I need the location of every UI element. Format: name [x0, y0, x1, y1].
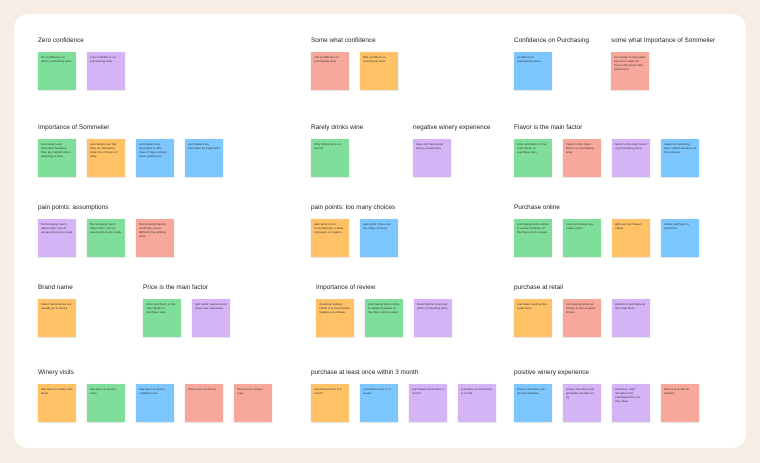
sticky-note[interactable]: purchased once in 2 month — [311, 384, 349, 422]
sticky-note[interactable]: has been to winery multiple times — [136, 384, 174, 422]
cluster-title[interactable]: pain points: too many choices — [311, 204, 396, 211]
sticky-note[interactable]: think it is similar to brewery — [661, 384, 699, 422]
cluster-title[interactable]: positive winery experience — [514, 369, 589, 376]
sticky-note[interactable]: pain point: same brand wines are expensi… — [192, 299, 230, 337]
sticky-note[interactable]: Flavor is the main factor on purchasing … — [563, 139, 601, 177]
cluster-title[interactable]: some what Importance of Sommelier — [611, 37, 716, 44]
cluster-title[interactable]: Purchase online — [514, 204, 560, 211]
sticky-note[interactable]: winery has their own special samples — [514, 384, 552, 422]
sticky-note[interactable]: purchasing wine online is easier because… — [365, 299, 403, 337]
sticky-note[interactable]: checking reviews online is a must before… — [316, 299, 354, 337]
sticky-note[interactable]: Only drinks wine on events — [311, 139, 349, 177]
whiteboard-canvas[interactable]: Zero confidence No confidence on when pur… — [14, 14, 746, 448]
sticky-note[interactable]: Not knowing flavors could give some diff… — [136, 219, 174, 257]
sticky-note[interactable]: purchase made at the retail store — [514, 299, 552, 337]
sticky-note[interactable]: pain point is not remembering or taste o… — [311, 219, 349, 257]
cluster-title[interactable]: Winery visits — [38, 369, 74, 376]
sticky-note[interactable]: Low confidence on purchasing wine — [87, 52, 125, 90]
sticky-note[interactable]: prefers to purchase at the retail store — [612, 299, 650, 337]
sticky-note[interactable]: No confidence on when purchasing wine — [38, 52, 76, 90]
cluster-title[interactable]: negative winery experience — [413, 124, 491, 131]
cluster-title[interactable]: Price is the main factor — [143, 284, 208, 291]
sticky-note[interactable]: Not knowing much about wine, lots of ass… — [38, 219, 76, 257]
cluster-title[interactable]: Some what confidence — [311, 37, 376, 44]
sticky-note[interactable]: sommeliers are important because they ar… — [38, 139, 76, 177]
cluster-title[interactable]: Zero confidence — [38, 37, 84, 44]
sticky-note[interactable]: purchases once in 2 weeks — [360, 384, 398, 422]
cluster-title[interactable]: Rarely drinks wine — [311, 124, 364, 131]
sticky-note[interactable]: sommeliers are big help on narrowing dow… — [87, 139, 125, 177]
sticky-note[interactable]: does not have good winery experience — [413, 139, 451, 177]
sticky-note[interactable]: purchases wine twice a month — [409, 384, 447, 422]
sticky-note[interactable]: winery has their own specialty samples t… — [563, 384, 601, 422]
sticky-note[interactable]: Not knowing much about wine, lots of ass… — [87, 219, 125, 257]
sticky-note[interactable]: Have been to winery — [185, 384, 223, 422]
sticky-note[interactable]: at winery, tried samples and purchased t… — [612, 384, 650, 422]
sticky-note[interactable]: purchasing wine online is easier because… — [514, 219, 552, 257]
sticky-note[interactable]: Descriptions is a must when purchasing w… — [414, 299, 452, 337]
sticky-note[interactable]: reason of selecting wine visited because… — [661, 139, 699, 177]
sticky-note[interactable]: gifts are purchased online — [612, 219, 650, 257]
cluster-title[interactable]: purchase at retail — [514, 284, 564, 291]
sticky-note[interactable]: has been to winery few times — [38, 384, 76, 422]
cluster-title[interactable]: Importance of Sommelier — [38, 124, 110, 131]
sticky-note[interactable]: price and flavor is the main factor to p… — [143, 299, 181, 337]
sticky-note[interactable]: purchase of food once a month — [458, 384, 496, 422]
cluster-title[interactable]: Brand name — [38, 284, 73, 291]
sticky-note[interactable]: most purchases are made online — [563, 219, 601, 257]
sticky-note[interactable]: has been to winery once — [87, 384, 125, 422]
sticky-note[interactable]: mid confidence on purchasing wine — [311, 52, 349, 90]
sticky-note[interactable]: sommelier is important but not a major f… — [611, 52, 649, 90]
sticky-note[interactable]: confident on purchasing wines — [514, 52, 552, 90]
sticky-note[interactable]: brand name wines are usually go to wines — [38, 299, 76, 337]
sticky-note[interactable]: online purchase is preferred — [661, 219, 699, 257]
sticky-note[interactable]: sommeliers are important to who doesn't … — [136, 139, 174, 177]
sticky-note[interactable]: Not been to winery once — [234, 384, 272, 422]
cluster-title[interactable]: purchase at least once within 3 month — [311, 369, 419, 376]
cluster-title[interactable]: Flavor is the main factor — [514, 124, 583, 131]
sticky-note[interactable]: pain point: there are too many choices — [360, 219, 398, 257]
sticky-note[interactable]: Mid confident on purchasing wine — [360, 52, 398, 90]
sticky-note[interactable]: price and flavor is the main factor to p… — [514, 139, 552, 177]
sticky-note[interactable]: purchasing wines at winery is also a goo… — [563, 299, 601, 337]
sticky-note[interactable]: flavor is the main factor on purchasing … — [612, 139, 650, 177]
sticky-note[interactable]: sommeliers are important for beginners — [185, 139, 223, 177]
cluster-title[interactable]: Importance of review — [316, 284, 376, 291]
cluster-title[interactable]: pain points: assumptions — [38, 204, 109, 211]
cluster-title[interactable]: Confidence on Purchasing — [514, 37, 589, 44]
